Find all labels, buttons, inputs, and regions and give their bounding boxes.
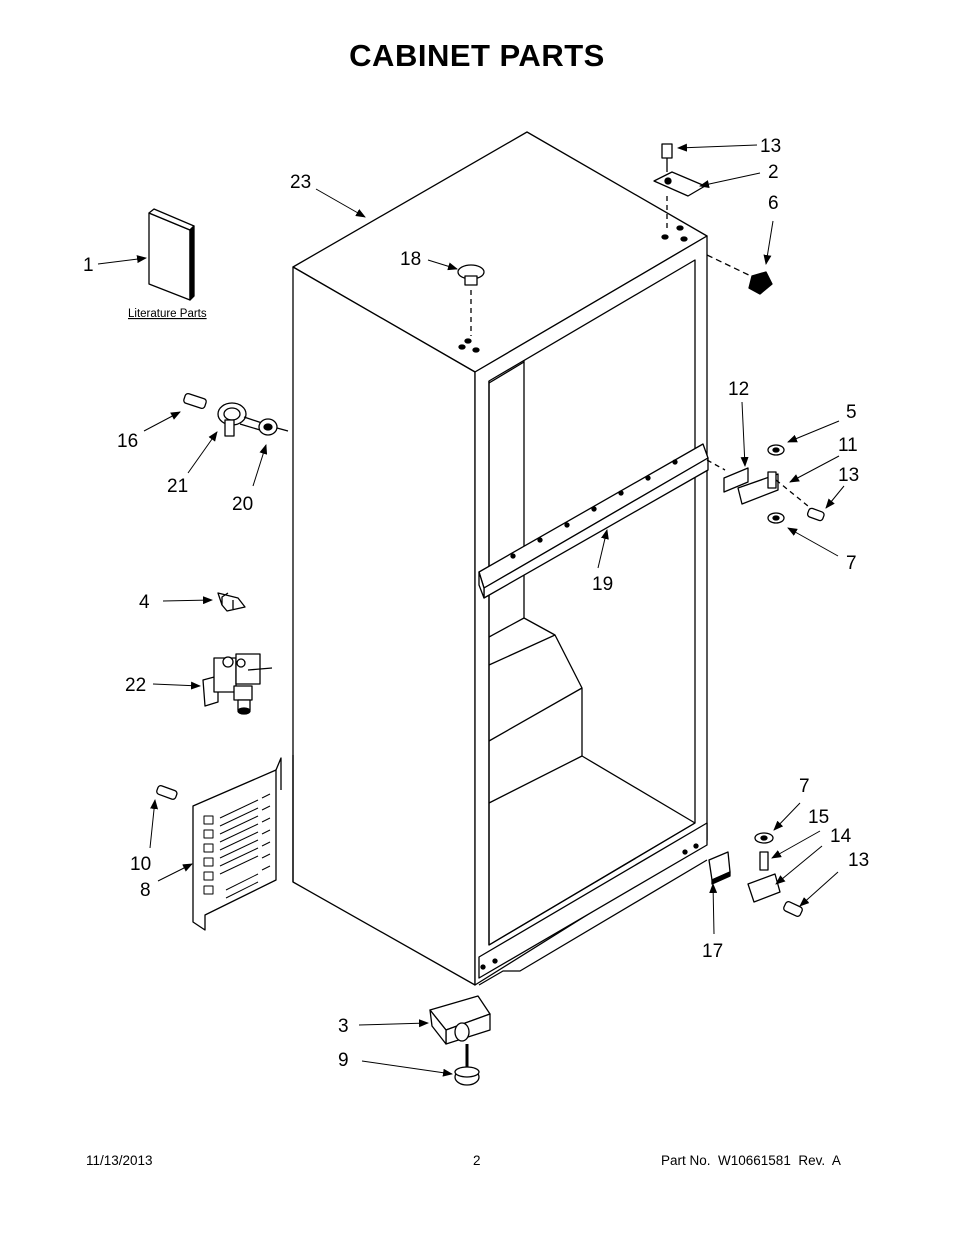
- callout-7-mid: 7: [846, 553, 857, 574]
- callout-7-bottom: 7: [799, 776, 810, 797]
- callout-16: 16: [117, 431, 138, 452]
- callout-13-top: 13: [760, 136, 781, 157]
- callout-5: 5: [846, 402, 857, 423]
- callout-20: 20: [232, 494, 253, 515]
- callout-15: 15: [808, 807, 829, 828]
- panel-screw: [156, 785, 178, 800]
- callout-12: 12: [728, 379, 749, 400]
- callout-22: 22: [125, 675, 146, 696]
- center-hinge-assembly: [706, 444, 825, 524]
- callout-10: 10: [130, 854, 151, 875]
- fill-tube-assembly: [183, 392, 289, 437]
- footer-part-number: Part No. W10661581 Rev. A: [661, 1153, 841, 1168]
- callout-3: 3: [338, 1016, 349, 1037]
- literature-parts-label: Literature Parts: [128, 308, 207, 320]
- callout-13-mid: 13: [838, 465, 859, 486]
- callout-9: 9: [338, 1050, 349, 1071]
- callout-11: 11: [838, 435, 858, 456]
- page-title: CABINET PARTS: [349, 38, 605, 73]
- callout-19: 19: [592, 574, 613, 595]
- cabinet-shell: [292, 131, 708, 986]
- callout-leaders: [97, 143, 845, 1077]
- callout-4: 4: [139, 592, 150, 613]
- callout-6: 6: [768, 193, 779, 214]
- callout-23: 23: [290, 172, 311, 193]
- top-plug: [457, 264, 485, 336]
- top-hinge-assembly: [653, 143, 773, 295]
- callout-17: 17: [702, 941, 723, 962]
- callout-21: 21: [167, 476, 188, 497]
- callout-18: 18: [400, 249, 421, 270]
- center-rail: [478, 443, 709, 599]
- footer-date: 11/13/2013: [86, 1153, 153, 1168]
- clip: [217, 592, 246, 612]
- callout-2: 2: [768, 162, 779, 183]
- water-valve: [202, 653, 273, 715]
- footer-page-number: 2: [473, 1153, 481, 1168]
- leveling-roller-assembly: [429, 995, 491, 1086]
- callout-14: 14: [830, 826, 852, 847]
- bottom-hinge-assembly: [708, 832, 803, 917]
- callout-1: 1: [83, 255, 94, 276]
- callout-13-bottom: 13: [848, 850, 869, 871]
- callout-8: 8: [140, 880, 151, 901]
- literature-booklet: [148, 208, 195, 301]
- condenser-access-panel: [192, 757, 282, 931]
- callout-labels: 1 23 18 13 2 6 16 21 20 12 5 11 13 7 19 …: [83, 136, 869, 1071]
